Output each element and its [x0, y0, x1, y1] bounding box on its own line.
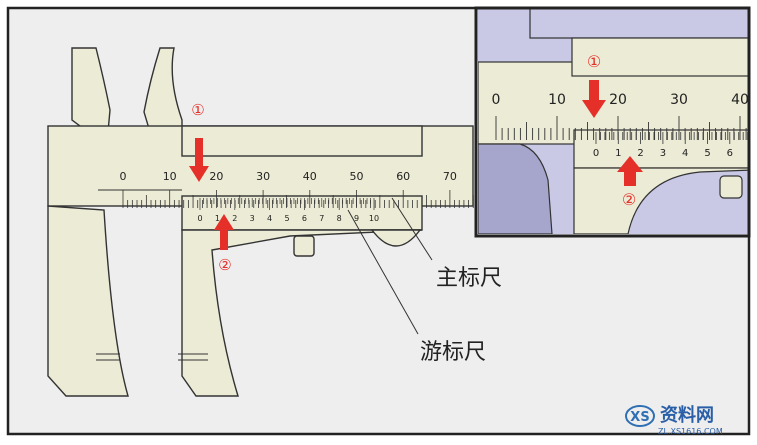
zoom-vernier-label: 5: [704, 148, 710, 159]
zoom-main-label: 30: [670, 92, 688, 108]
main-scale-labels: 0 10 20 30 40 50 60 70: [120, 170, 457, 183]
zoom-marker-one: ①: [587, 52, 601, 71]
arrow-down-main: [189, 138, 209, 182]
sliding-lower-jaw: [181, 229, 423, 397]
outer-frame: [6, 6, 751, 436]
marker-one: ①: [191, 101, 204, 119]
zoom-vernier-labels: 0 1 2 3 4 5 6: [593, 148, 733, 159]
zoom-vernier-label: 1: [615, 148, 621, 159]
thumb-grip: [370, 229, 422, 247]
main-scale-label: 10: [163, 170, 177, 183]
callout-leader-main: [391, 197, 433, 261]
vernier-label: 5: [284, 214, 289, 223]
vernier-label: 4: [267, 214, 272, 223]
watermark-url: ZL.XS1616.COM: [658, 427, 723, 436]
vernier-label: 7: [319, 214, 324, 223]
vernier-label: 0: [197, 214, 202, 223]
fixed-lower-jaw: [47, 205, 129, 397]
zoom-marker-two: ②: [622, 190, 636, 209]
vernier-label: 1: [215, 214, 220, 223]
callout-main-scale: 主标尺: [436, 266, 502, 291]
main-scale-label: 0: [120, 170, 127, 183]
zoom-main-scale-labels: 0 10 20 30 40: [492, 92, 749, 108]
vernier-label: 2: [232, 214, 237, 223]
arrow-up-vernier: [214, 214, 234, 250]
zoom-main-label: 10: [548, 92, 566, 108]
zoom-inset: [478, 8, 749, 234]
main-scale-label: 40: [303, 170, 317, 183]
marker-two: ②: [218, 256, 231, 274]
zoom-main-label: 0: [492, 92, 501, 108]
slider-top-rail: [181, 125, 423, 157]
lock-screw: [293, 235, 315, 257]
vernier-label: 6: [302, 214, 307, 223]
vernier-scale-labels: 0 1 2 3 4 5 6 7 8 9 10: [197, 214, 379, 223]
zoom-vernier-label: 4: [682, 148, 688, 159]
watermark-name: 资料网: [660, 404, 714, 426]
vernier-label: 9: [354, 214, 359, 223]
zoom-vernier-label: 6: [727, 148, 733, 159]
caliper: [47, 47, 474, 397]
main-scale-label: 30: [256, 170, 270, 183]
main-scale-label: 60: [396, 170, 410, 183]
vernier-label: 10: [369, 214, 379, 223]
main-scale-label: 70: [443, 170, 457, 183]
zoom-vernier-label: 0: [593, 148, 599, 159]
callout-vernier: 游标尺: [420, 340, 486, 365]
vernier-label: 8: [337, 214, 342, 223]
zoom-vernier-label: 2: [637, 148, 643, 159]
zoom-vernier-label: 3: [660, 148, 666, 159]
svg-text:XS: XS: [630, 410, 649, 425]
zoom-arrow-up: [617, 156, 643, 186]
callout-leader-vernier: [347, 209, 419, 335]
zoom-main-label: 20: [609, 92, 627, 108]
watermark: XS 资料网 ZL.XS1616.COM: [625, 404, 723, 436]
main-scale-label: 50: [350, 170, 364, 183]
zoom-main-label: 40: [731, 92, 749, 108]
vernier-scale-ticks: [199, 198, 375, 210]
zoom-arrow-down: [582, 80, 606, 118]
main-scale-label: 20: [209, 170, 223, 183]
vernier-label: 3: [250, 214, 255, 223]
